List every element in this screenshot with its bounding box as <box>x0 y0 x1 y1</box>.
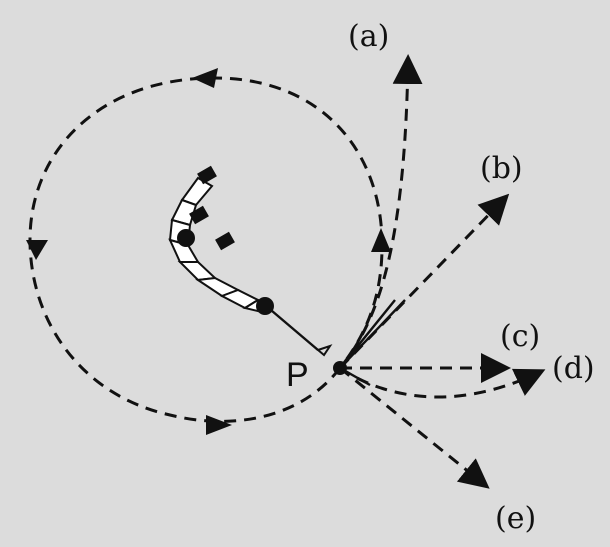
loop-arrow-right <box>371 228 391 252</box>
loop-trajectory <box>28 76 384 423</box>
loop-arrow-left <box>26 240 48 260</box>
trajectory-a <box>338 54 423 369</box>
loop-arrow-top <box>192 68 218 88</box>
label-c: (c) <box>500 319 540 354</box>
loop-arrow-bottom <box>206 415 232 435</box>
robot-link <box>264 304 319 351</box>
label-d: (d) <box>552 351 595 386</box>
trajectory-e <box>339 366 490 489</box>
trajectory-d <box>339 366 546 399</box>
label-e: (e) <box>495 501 536 536</box>
label-a: (a) <box>348 19 389 54</box>
p-marker-notch <box>315 344 333 357</box>
label-b: (b) <box>480 151 523 186</box>
point-p-dot <box>333 361 347 375</box>
snake-robot-icon <box>168 165 274 315</box>
point-p-label: P <box>286 356 309 394</box>
